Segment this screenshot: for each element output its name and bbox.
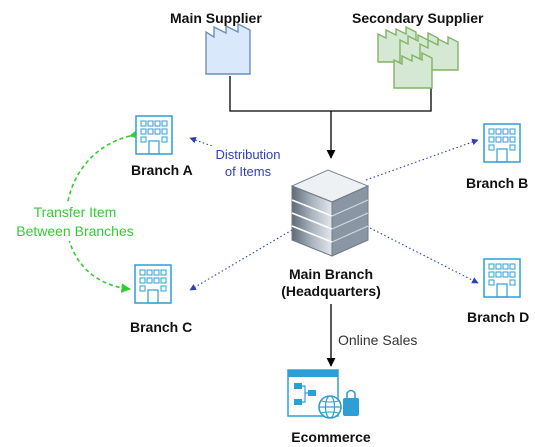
branch-a-building-icon [135,115,173,155]
branch-c-label: Branch C [130,319,193,335]
secondary-supplier-label: Secondary Supplier [352,10,484,26]
branch-b-label: Branch B [466,175,529,191]
main-branch-server-icon [290,169,370,257]
online-sales-label: Online Sales [338,332,418,348]
main-branch-label-line1: Main Branch [288,266,373,282]
transfer-label-line1: Transfer Item [33,204,117,220]
distribution-arrow-branch-d [369,227,479,284]
ecommerce-label: Ecommerce [291,429,371,445]
distribution-arrow-branch-b [365,138,479,181]
distribution-label-line2: of Items [224,164,272,179]
distribution-label-line1: Distribution [215,147,281,162]
branch-d-label: Branch D [467,309,530,325]
branch-d-building-icon [483,258,521,298]
secondary-supplier-factory-icon [377,25,459,89]
transfer-between-branches-arrow [65,129,140,293]
ecommerce-icon [287,369,359,419]
distribution-label: Distribution of Items [198,146,298,180]
main-supplier-factory-icon [205,22,251,75]
transfer-label-line2: Between Branches [16,223,134,239]
transfer-label: Transfer Item Between Branches [2,203,148,241]
branch-a-label: Branch A [131,162,193,178]
main-supplier-label: Main Supplier [170,10,262,26]
main-branch-label: Main Branch (Headquarters) [264,266,398,300]
branch-c-building-icon [134,264,172,304]
branch-b-building-icon [483,123,521,163]
main-branch-label-line2: (Headquarters) [281,283,381,299]
